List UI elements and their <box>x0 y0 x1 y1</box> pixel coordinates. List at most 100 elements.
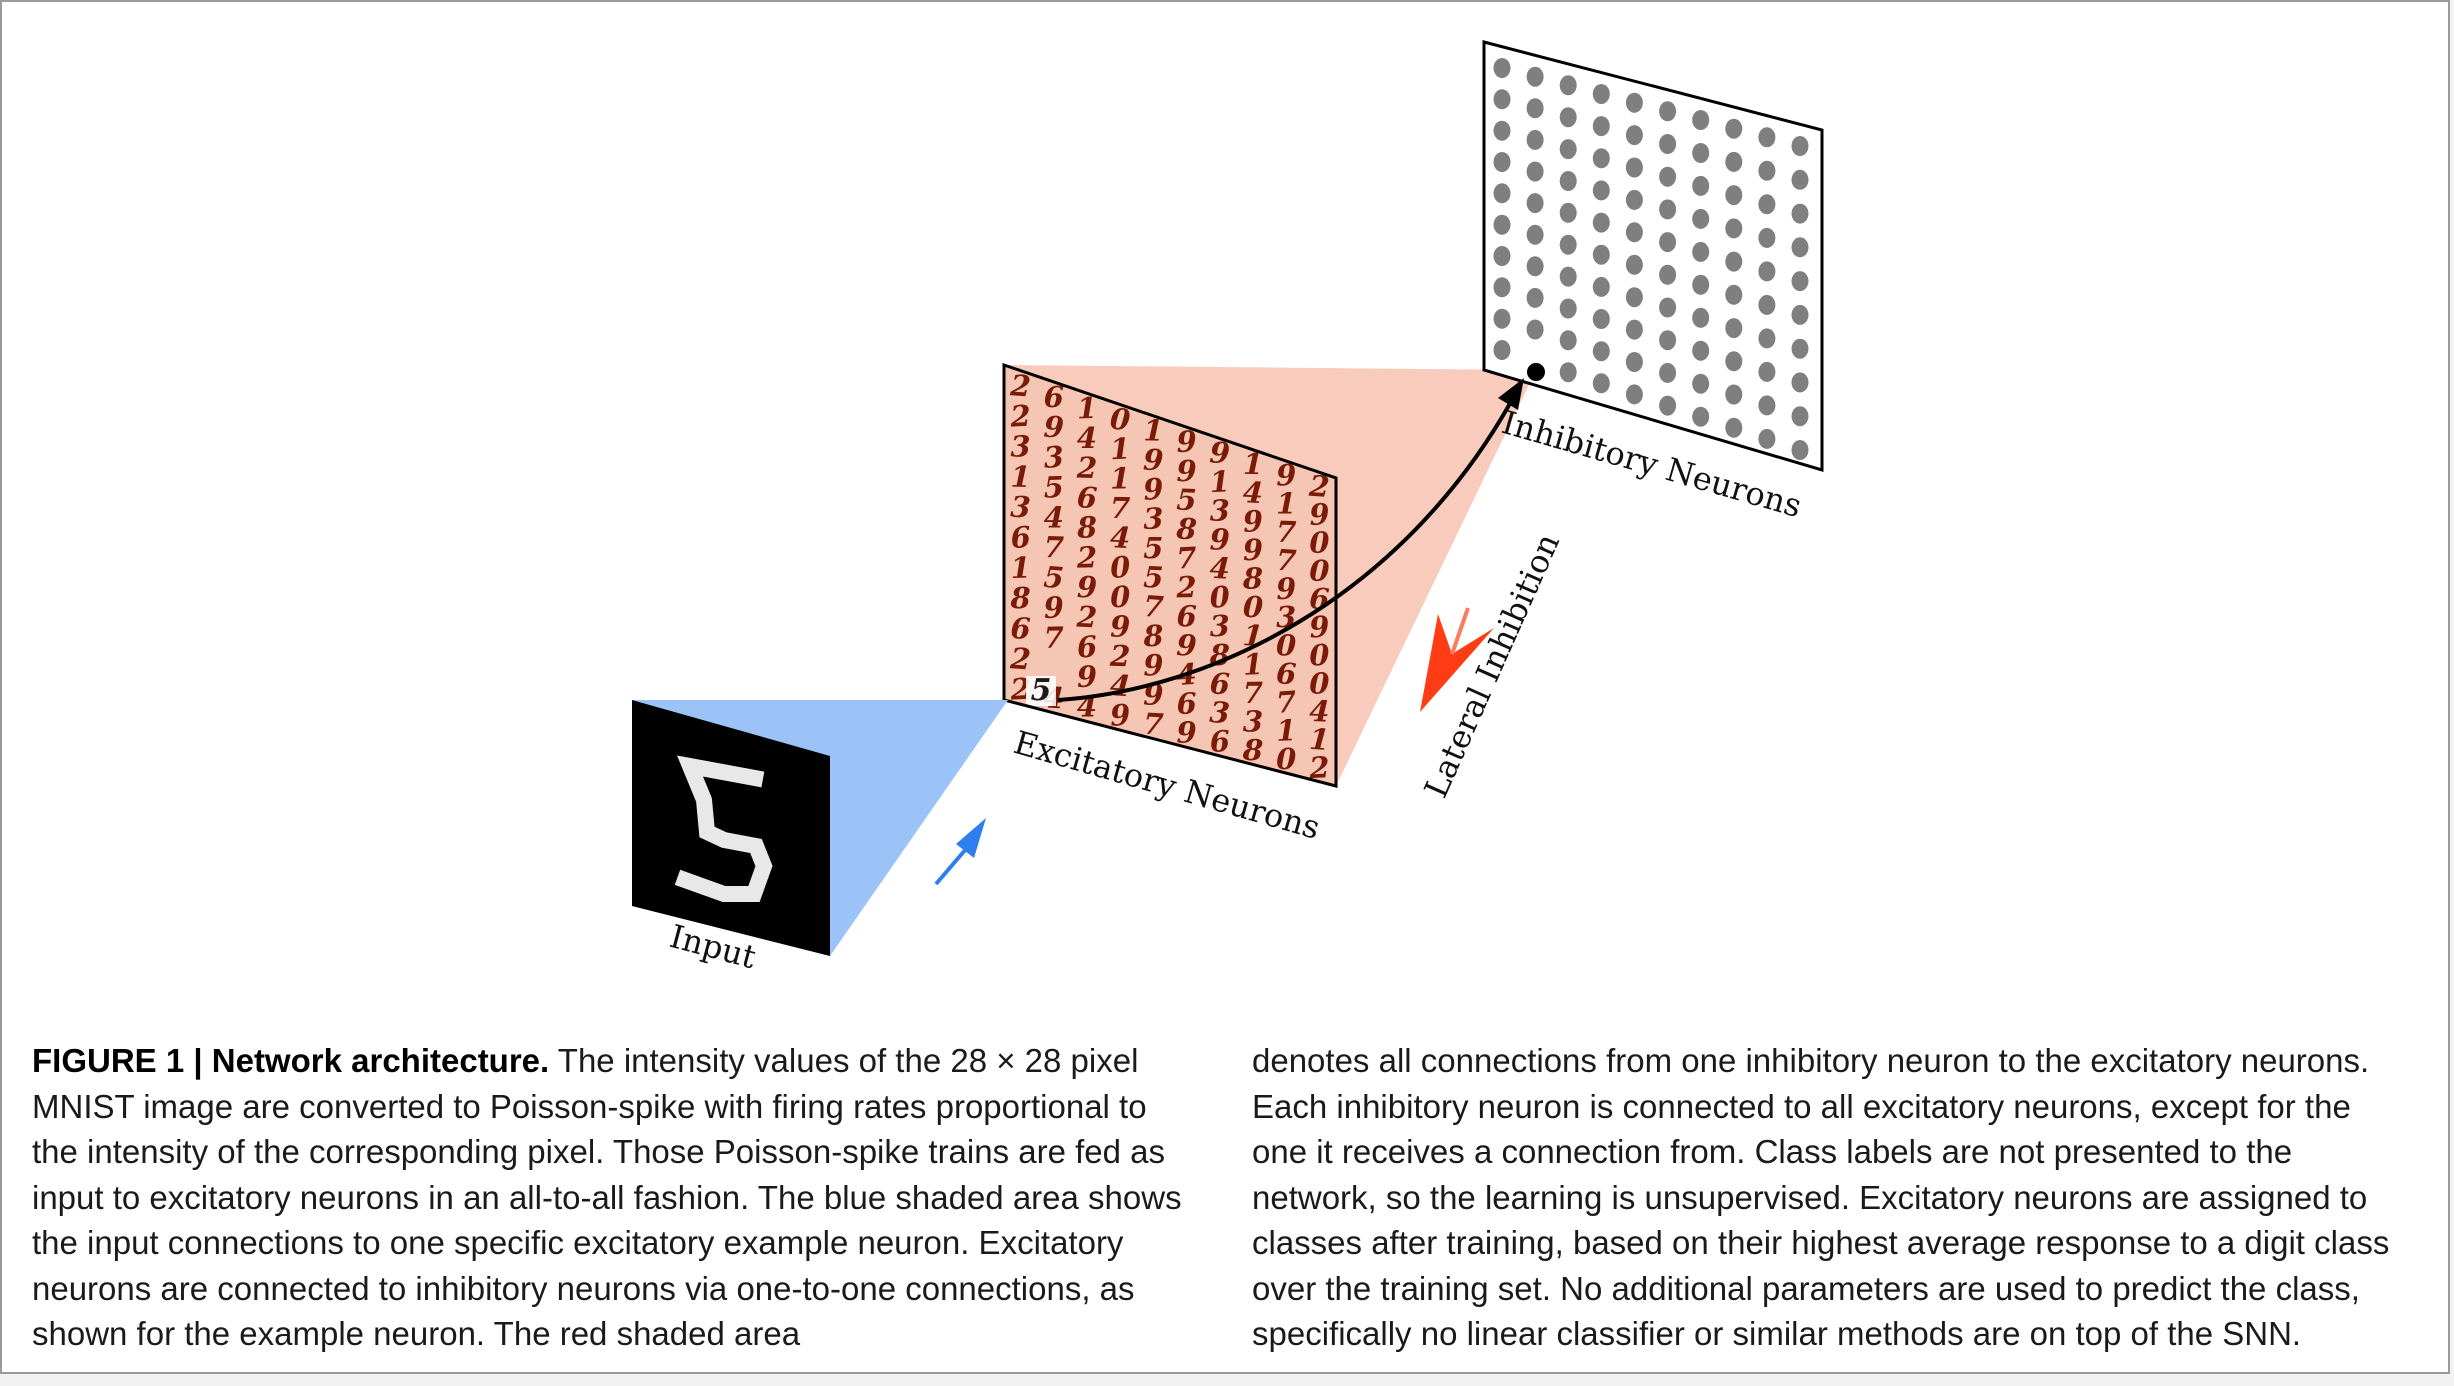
inhibitory-neuron <box>1526 98 1544 119</box>
excitatory-digit: 0 <box>1276 742 1296 776</box>
excitatory-digit: 7 <box>1142 706 1164 741</box>
inhibitory-neuron <box>1625 287 1643 308</box>
excitatory-digit: 0 <box>1309 526 1330 560</box>
excitatory-digit: 9 <box>1142 472 1165 507</box>
inhibitory-neuron <box>1725 384 1743 405</box>
excitatory-digit: 9 <box>1176 424 1197 459</box>
excitatory-digit: 2 <box>1175 570 1197 604</box>
inhibitory-neuron <box>1559 330 1577 351</box>
excitatory-digit: 6 <box>1275 656 1297 691</box>
excitatory-digit: 1 <box>1010 550 1031 585</box>
excitatory-digit: 9 <box>1177 454 1197 488</box>
inhibitory-neuron <box>1493 152 1511 172</box>
inhibitory-neuron <box>1625 352 1643 372</box>
inhibitory-neuron <box>1659 297 1677 318</box>
excitatory-digit: 7 <box>1110 491 1131 525</box>
excitatory-digit: 2 <box>1008 641 1032 676</box>
inhibitory-neuron <box>1758 194 1776 215</box>
inhibitory-neuron <box>1592 180 1610 201</box>
excitatory-digit: 0 <box>1109 550 1132 585</box>
inhibitory-neuron <box>1659 362 1677 383</box>
inhibitory-neuron <box>1791 338 1809 359</box>
excitatory-digit: 3 <box>1010 490 1032 525</box>
inhibitory-neuron <box>1493 120 1511 141</box>
inhibitory-neuron <box>1758 127 1776 148</box>
inhibitory-neuron <box>1625 384 1643 405</box>
inhibitory-neuron <box>1526 319 1544 340</box>
excitatory-digit: 9 <box>1276 458 1297 493</box>
inhibitory-neuron <box>1725 218 1743 239</box>
inhibitory-neuron <box>1692 406 1710 427</box>
inhibitory-neuron <box>1493 89 1511 110</box>
inhibitory-neuron <box>1692 274 1710 295</box>
excitatory-digit: 9 <box>1209 435 1232 470</box>
excitatory-digit: 9 <box>1177 716 1197 750</box>
inhibitory-neuron <box>1659 199 1677 220</box>
inhibitory-neuron <box>1592 148 1610 169</box>
example-neuron-digit: 5 <box>1031 673 1052 708</box>
excitatory-digit: 9 <box>1308 609 1331 644</box>
excitatory-digit: 1 <box>1010 460 1031 494</box>
inhibitory-neuron <box>1493 308 1511 329</box>
inhibitory-neuron <box>1659 232 1677 253</box>
caption-text-left: The intensity values of the 28 × 28 pixe… <box>32 1042 1182 1352</box>
inhibitory-neuron <box>1692 373 1710 394</box>
excitatory-digit: 1 <box>1110 461 1131 495</box>
excitatory-digit: 9 <box>1142 442 1164 477</box>
excitatory-digit: 5 <box>1176 483 1197 518</box>
inhibitory-neuron <box>1526 66 1544 87</box>
inhibitory-neuron <box>1692 208 1710 229</box>
inhibitory-neuron <box>1791 136 1809 156</box>
example-excitatory-neuron <box>1026 676 1056 706</box>
excitatory-digit: 6 <box>1076 480 1099 515</box>
excitatory-digit: 8 <box>1075 510 1098 545</box>
excitatory-digit: 0 <box>1209 580 1232 615</box>
excitatory-digit: 9 <box>1043 410 1065 445</box>
excitatory-digit: 9 <box>1143 648 1164 682</box>
excitatory-digit: 4 <box>1077 421 1097 455</box>
inhibitory-neuron <box>1725 318 1743 339</box>
figure-label: FIGURE 1 | Network architecture. <box>32 1042 550 1079</box>
inhibitory-neuron <box>1791 372 1809 393</box>
excitatory-digit: 0 <box>1110 580 1131 615</box>
inhibitory-neuron <box>1592 116 1610 137</box>
excitatory-digit: 6 <box>1043 380 1064 414</box>
inhibitory-neuron <box>1592 341 1610 362</box>
inhibitory-neuron <box>1592 212 1610 233</box>
inhibitory-neuron <box>1758 160 1776 181</box>
inhibitory-neuron <box>1559 362 1577 383</box>
excitatory-digit: 2 <box>1307 750 1330 785</box>
excitatory-digit: 6 <box>1076 629 1099 664</box>
excitatory-digit: 0 <box>1309 554 1330 588</box>
excitatory-digit: 0 <box>1276 628 1297 662</box>
excitatory-digit: 9 <box>1242 504 1265 539</box>
caption-column-left: FIGURE 1 | Network architecture. The int… <box>32 1038 1192 1357</box>
inhibitory-neuron <box>1559 139 1577 160</box>
inhibitory-neuron <box>1758 294 1776 315</box>
excitatory-digit: 3 <box>1209 695 1232 730</box>
inhibitory-neuron <box>1725 251 1743 272</box>
inhibitory-neuron <box>1592 276 1610 297</box>
excitatory-digit: 2 <box>1109 639 1131 674</box>
excitatory-digit: 1 <box>1276 487 1296 521</box>
inhibitory-neuron <box>1526 256 1544 277</box>
inhibitory-neuron <box>1692 110 1710 130</box>
inhibitory-neuron <box>1493 277 1511 298</box>
excitatory-digit: 9 <box>1076 659 1097 694</box>
caption-text-right: denotes all connections from one inhibit… <box>1252 1042 2390 1352</box>
input-arrow <box>934 818 986 886</box>
excitatory-digit: 2 <box>1075 451 1097 486</box>
figure-caption: FIGURE 1 | Network architecture. The int… <box>32 1038 2402 1357</box>
example-inhibitory-neuron <box>1527 363 1545 381</box>
excitatory-digit: 8 <box>1174 511 1198 546</box>
excitatory-digit: 2 <box>1009 399 1032 434</box>
inhibitory-neuron <box>1526 287 1544 308</box>
excitatory-digit: 7 <box>1275 685 1298 720</box>
inhibitory-plane <box>1482 40 1824 473</box>
excitatory-digit: 6 <box>1209 666 1230 701</box>
excitatory-digit: 3 <box>1043 440 1066 475</box>
inhibitory-neuron <box>1692 340 1710 361</box>
excitatory-digit: 4 <box>1209 551 1231 586</box>
